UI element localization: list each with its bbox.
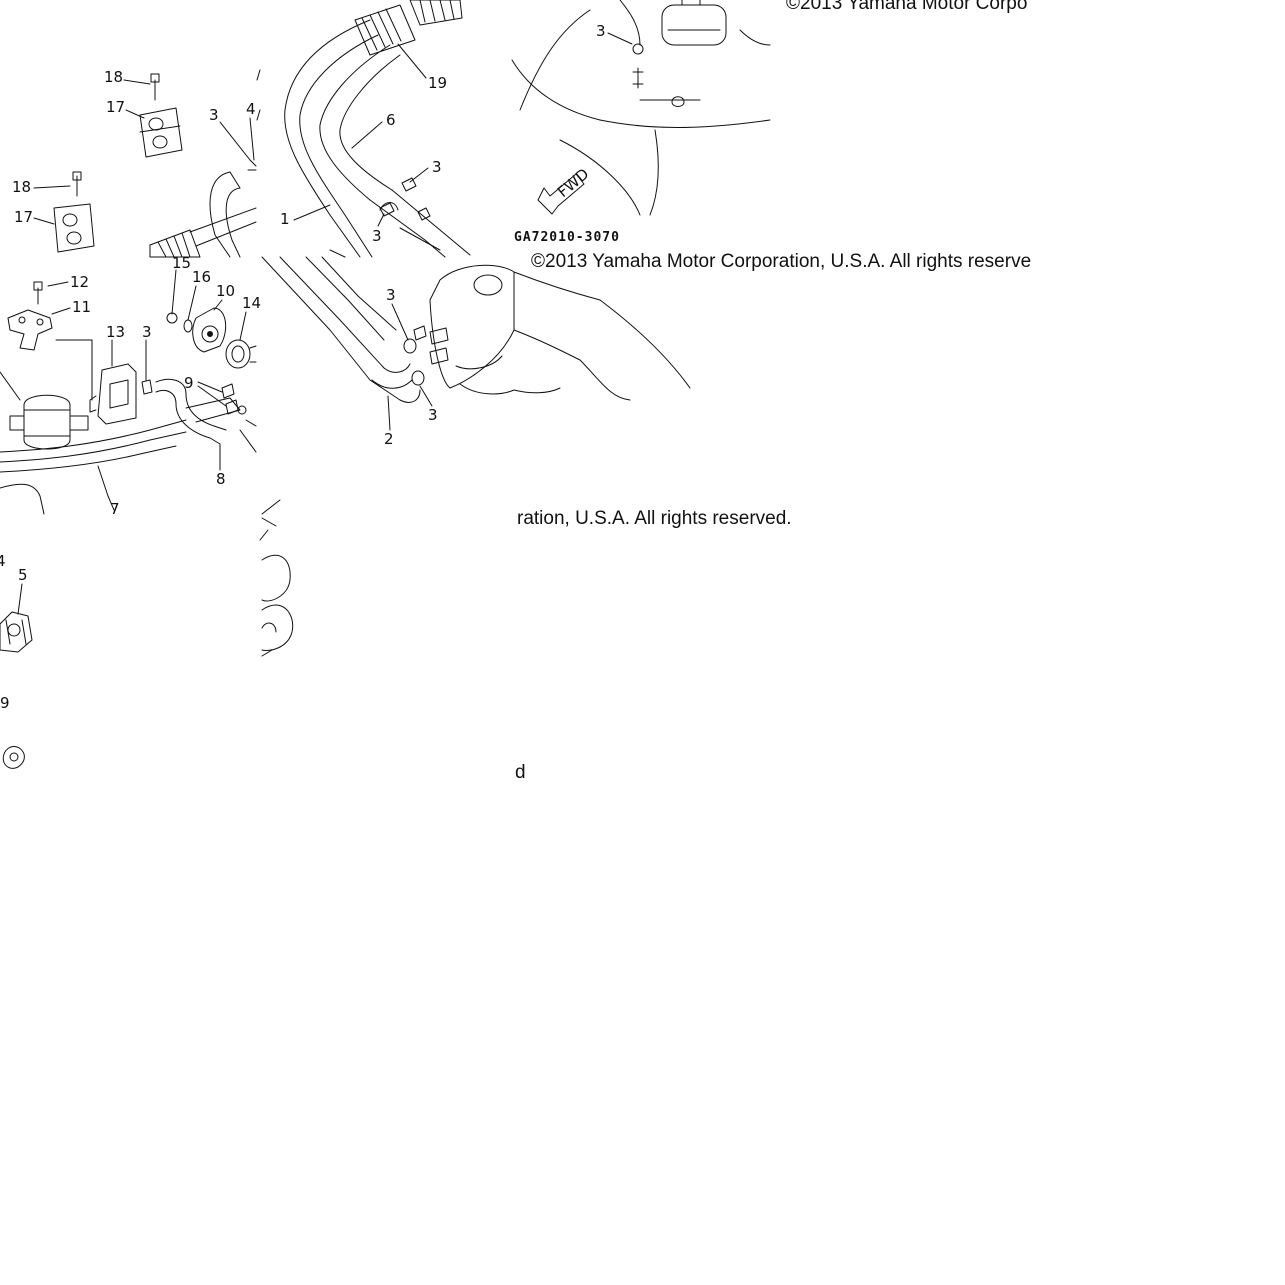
bolt-icon: [150, 73, 160, 101]
callout-1: 1: [280, 210, 290, 228]
callout-17: 17: [14, 208, 33, 226]
callout-3: 3: [596, 22, 606, 40]
corrugated-boot-icon: [354, 0, 463, 56]
callout-3: 3: [209, 106, 219, 124]
callout-10: 10: [216, 282, 235, 300]
callout-3: 3: [142, 323, 152, 341]
callout-4: 4: [246, 100, 256, 118]
bracket-icon: [7, 309, 53, 351]
hose-clip-icon: [403, 338, 425, 386]
tile-fuel-filter: 12 11 13 3 15 16 10: [0, 254, 261, 518]
callout-4: 4: [0, 552, 6, 570]
catalog-code: GA72010-3070: [514, 230, 620, 245]
filler-cap-icon: [661, 4, 727, 46]
clip-icon: [2, 746, 25, 769]
callout-3: 3: [372, 227, 382, 245]
callout-3: 3: [428, 406, 438, 424]
copyright-line-mid: ©2013 Yamaha Motor Corporation, U.S.A. A…: [531, 251, 1031, 272]
fuel-filter-icon: [9, 394, 89, 450]
sender-unit-icon: [192, 307, 227, 353]
callout-7: 7: [110, 500, 120, 518]
clamp-block-icon: [53, 203, 95, 253]
tile-fuel-tank: FWD 3 GA72010-3070: [511, 0, 771, 245]
forward-label: FWD: [554, 165, 592, 201]
callout-15: 15: [172, 254, 191, 272]
callout-14: 14: [242, 294, 261, 312]
callout-13: 13: [106, 323, 125, 341]
callout-11: 11: [72, 298, 91, 316]
grommet-icon: [225, 339, 257, 369]
bolt-icon: [33, 281, 43, 305]
callout-12: 12: [70, 273, 89, 291]
pump-icon: [89, 363, 137, 425]
callout-9: 9: [0, 694, 10, 712]
callout-18: 18: [104, 68, 123, 86]
clamp-block-icon: [139, 107, 183, 158]
callout-3: 3: [432, 158, 442, 176]
callout-16: 16: [192, 268, 211, 286]
callout-5: 5: [18, 566, 28, 584]
copyright-line-top: ©2013 Yamaha Motor Corpo: [786, 0, 1027, 14]
tile-intake: [513, 271, 691, 401]
callout-18: 18: [12, 178, 31, 196]
copyright-line-low: ration, U.S.A. All rights reserved.: [517, 508, 792, 529]
tile-lower-left: 4 5 9: [0, 552, 33, 769]
callout-8: 8: [216, 470, 226, 488]
callout-17: 17: [106, 98, 125, 116]
callout-9: 9: [184, 374, 194, 392]
corrugated-boot-icon: [149, 229, 201, 258]
carburetor-icon: [413, 264, 515, 395]
tile-clamps: 18 17 18 17 3 4: [12, 68, 257, 258]
union-fitting-icon: [0, 611, 33, 653]
callout-2: 2: [384, 430, 394, 448]
callout-3: 3: [386, 286, 396, 304]
forward-arrow-icon: [537, 173, 585, 215]
copyright-line-tail: d: [515, 762, 526, 783]
tile-hose-bundle: 19 6 3 1 3: [256, 0, 471, 258]
callout-19: 19: [428, 74, 447, 92]
bolt-icon: [72, 171, 82, 197]
callout-6: 6: [386, 111, 396, 129]
tile-carburetor-joint: 3 3 2: [261, 256, 515, 515]
hose-clip-icon: [632, 43, 644, 55]
tile-lower-center: [259, 517, 294, 657]
